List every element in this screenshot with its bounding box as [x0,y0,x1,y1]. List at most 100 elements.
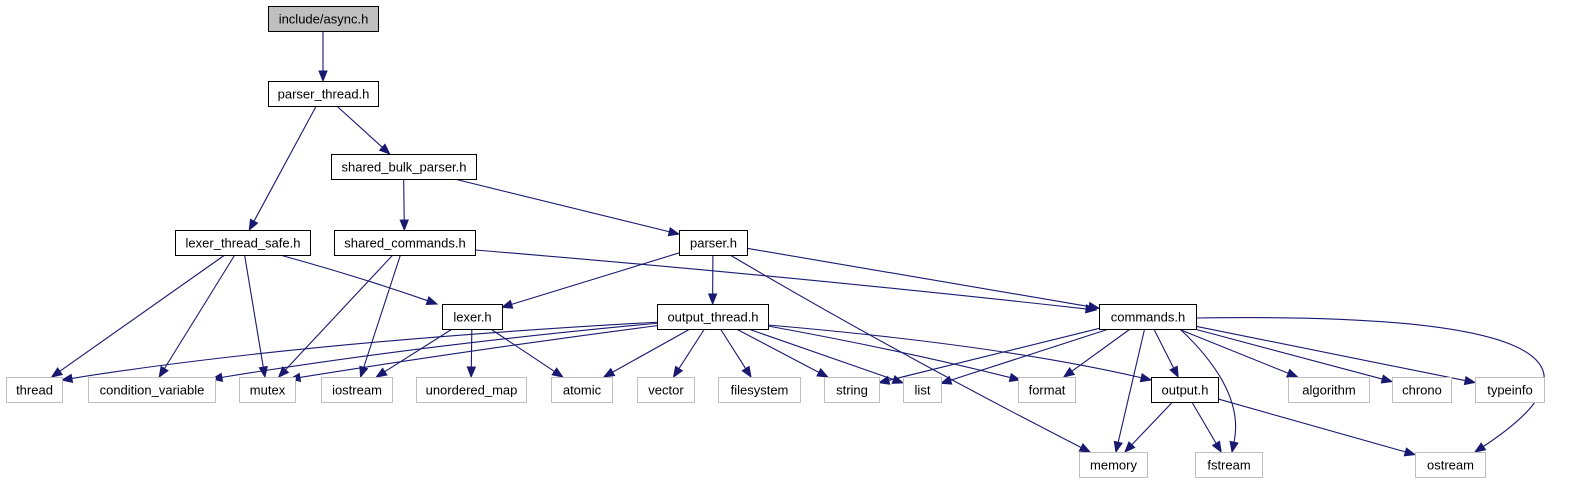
arrowhead-output-thread-to-format [1008,372,1022,383]
node-label-shared-bulk-parser: shared_bulk_parser.h [341,160,466,175]
arrowhead-parser-thread-to-lexer-thread-safe [248,218,259,232]
arrowhead-output-to-memory [1123,441,1136,453]
edge-commands-to-output [1153,328,1175,369]
node-label-memory: memory [1090,458,1137,473]
arrowhead-lexer-to-iostream [375,367,388,378]
edge-commands-to-algorithm [1178,328,1289,374]
node-unordered-map: unordered_map [416,377,527,403]
node-box-ostream [1415,452,1486,478]
edge-lexer-thread-safe-to-mutex [244,254,264,368]
arrowhead-output-thread-to-vector [672,365,684,379]
arrowhead-lexer-thread-safe-to-lexer [425,296,439,305]
edge-parser-thread-to-lexer-thread-safe [253,105,317,222]
arrowhead-parser-to-output-thread [707,293,718,306]
edge-output-thread-to-atomic [612,328,691,373]
node-label-list: list [915,383,931,398]
edge-commands-to-typeinfo [1195,325,1466,382]
node-box-string [824,377,880,403]
arrowhead-commands-to-chrono [1380,374,1394,384]
node-box-async [268,6,379,32]
arrowhead-parser-to-lexer [500,299,514,309]
node-box-iostream [321,377,393,403]
nodes-layer: include/async.h parser_thread.h shared_bul… [6,6,1545,478]
node-lexer[interactable]: lexer.h [442,304,503,330]
arrowhead-commands-to-ostream [1473,442,1487,453]
node-box-lexer [442,304,503,330]
node-label-shared-commands: shared_commands.h [344,236,465,251]
node-label-filesystem: filesystem [731,383,789,398]
arrowhead-commands-to-output [1169,365,1179,379]
node-label-format: format [1029,383,1066,398]
edge-parser-thread-to-shared-bulk-parser [336,105,383,148]
edge-commands-to-memory [1117,328,1146,443]
node-output-thread[interactable]: output_thread.h [657,304,769,330]
node-shared-bulk-parser[interactable]: shared_bulk_parser.h [331,154,477,180]
node-box-vector [637,377,695,403]
arrowhead-lexer-thread-safe-to-thread [50,367,64,378]
node-label-atomic: atomic [563,383,602,398]
node-mutex: mutex [239,377,296,403]
node-box-commands [1099,304,1197,330]
node-label-algorithm: algorithm [1302,383,1355,398]
edge-lexer-to-unordered-map [470,328,473,368]
edge-parser-to-lexer [511,252,680,305]
node-label-fstream: fstream [1207,458,1250,473]
node-vector: vector [637,377,695,403]
edge-shared-bulk-parser-to-shared-commands [403,178,405,221]
node-label-chrono: chrono [1402,383,1442,398]
node-label-output: output.h [1162,383,1209,398]
node-condition-variable: condition_variable [88,377,216,403]
edge-output-thread-to-list [748,328,894,381]
edge-shared-commands-to-mutex [285,254,394,371]
arrowhead-shared-commands-to-mutex [277,366,290,378]
node-box-algorithm [1288,377,1370,403]
node-output[interactable]: output.h [1151,377,1219,403]
node-label-iostream: iostream [332,383,382,398]
node-box-list [903,377,942,403]
node-box-output-thread [657,304,769,330]
edges-layer [50,31,1545,457]
arrowhead-shared-bulk-parser-to-parser [667,227,681,237]
node-label-output-thread: output_thread.h [667,310,758,325]
node-box-filesystem [718,377,801,403]
node-box-memory [1079,452,1148,478]
edge-output-thread-to-thread [71,321,661,379]
arrowhead-commands-to-fstream [1229,440,1239,454]
edge-lexer-thread-safe-to-thread [59,254,226,372]
edge-output-to-memory [1131,401,1173,446]
node-box-lexer-thread-safe [175,230,311,256]
node-box-shared-commands [334,230,476,256]
edge-output-thread-to-mutex [299,324,663,378]
arrowhead-commands-to-typeinfo [1463,375,1477,386]
arrowhead-output-thread-to-atomic [602,367,616,378]
node-label-async: include/async.h [279,12,369,27]
node-label-mutex: mutex [250,383,286,398]
node-box-chrono [1392,377,1452,403]
node-parser-thread[interactable]: parser_thread.h [268,81,379,107]
node-algorithm: algorithm [1288,377,1370,403]
arrowhead-commands-to-format [1062,367,1076,378]
node-lexer-thread-safe[interactable]: lexer_thread_safe.h [175,230,311,256]
arrowhead-async-to-parser-thread [318,70,328,83]
arrowhead-output-thread-to-string [816,367,829,378]
node-label-lexer-thread-safe: lexer_thread_safe.h [186,236,301,251]
node-box-unordered-map [416,377,527,403]
node-box-format [1018,377,1076,403]
edge-output-thread-to-format [767,325,1011,379]
node-shared-commands[interactable]: shared_commands.h [334,230,476,256]
node-format: format [1018,377,1076,403]
edge-output-thread-to-filesystem [719,328,747,369]
edge-shared-bulk-parser-to-parser [454,178,670,233]
edge-lexer-thread-safe-to-condition-variable [164,254,236,369]
node-label-lexer: lexer.h [453,310,491,325]
node-parser[interactable]: parser.h [679,230,748,256]
node-commands[interactable]: commands.h [1099,304,1197,330]
arrowhead-shared-commands-to-iostream [359,365,369,379]
node-string: string [824,377,880,403]
arrowhead-parser-to-memory [1078,443,1092,453]
edge-lexer-thread-safe-to-lexer [279,254,428,302]
arrowhead-parser-thread-to-shared-bulk-parser [378,143,391,155]
arrowhead-lexer-to-atomic [551,367,564,378]
node-filesystem: filesystem [718,377,801,403]
